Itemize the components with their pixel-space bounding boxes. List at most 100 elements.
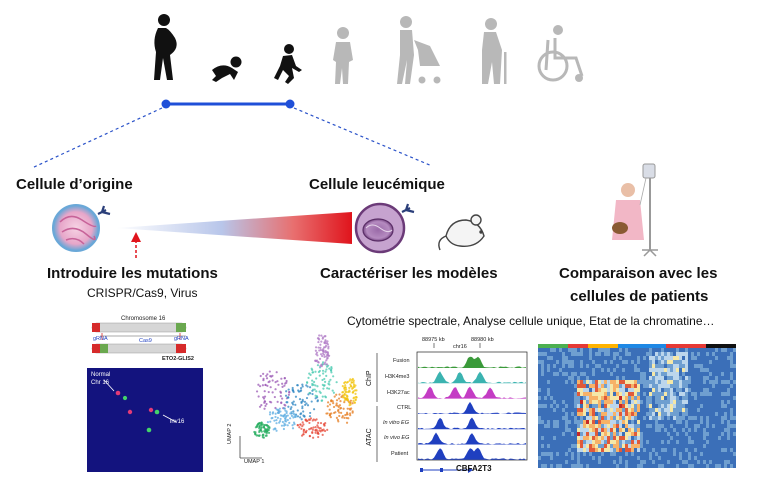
umap-point <box>344 381 347 384</box>
fish-image <box>87 368 203 472</box>
heatmap-cell <box>682 364 685 368</box>
umap-point <box>281 397 284 400</box>
umap-point <box>273 395 276 399</box>
heatmap-cell <box>646 400 649 404</box>
heatmap-cell <box>643 392 646 396</box>
heatmap-cell <box>580 436 583 440</box>
umap-point <box>301 421 304 424</box>
heatmap-cell <box>643 356 646 360</box>
heatmap-cell <box>658 412 661 416</box>
umap-point <box>340 411 343 414</box>
wheelchair-person-icon <box>537 25 584 82</box>
umap-point <box>318 429 321 432</box>
umap-point <box>279 414 282 417</box>
umap-point <box>315 359 319 362</box>
heatmap-cell <box>676 408 679 412</box>
umap-point <box>284 409 287 412</box>
heatmap-cell <box>703 392 706 396</box>
heatmap-cell <box>601 400 604 404</box>
umap-point <box>283 414 286 417</box>
heatmap-cell <box>631 396 634 400</box>
heatmap-cell <box>670 380 673 384</box>
heatmap-cell <box>553 372 556 376</box>
heatmap-cell <box>607 348 610 352</box>
heatmap-cell <box>538 420 541 424</box>
umap-point <box>314 349 317 352</box>
umap-point <box>312 380 316 384</box>
heatmap-cell <box>580 464 583 468</box>
heatmap-cell <box>676 368 679 372</box>
heatmap-cell <box>667 388 670 392</box>
umap-point <box>320 340 323 343</box>
heatmap-cell <box>547 388 550 392</box>
heatmap-cell <box>550 452 553 456</box>
heatmap-cell <box>580 432 583 436</box>
heatmap-group-bar <box>618 344 666 348</box>
heatmap-cell <box>571 452 574 456</box>
heatmap-cell <box>718 464 721 468</box>
heatmap-cell <box>565 452 568 456</box>
heatmap-cell <box>679 404 682 408</box>
heatmap-cell <box>598 448 601 452</box>
umap-point <box>310 400 313 403</box>
heatmap-cell <box>631 448 634 452</box>
heatmap-cell <box>598 364 601 368</box>
heatmap-cell <box>538 388 541 392</box>
heatmap-cell <box>634 440 637 444</box>
heatmap-cell <box>703 376 706 380</box>
heatmap-cell <box>580 412 583 416</box>
heatmap-cell <box>586 404 589 408</box>
heatmap-cell <box>658 404 661 408</box>
heatmap-cell <box>730 356 733 360</box>
heatmap-cell <box>577 428 580 432</box>
heatmap-cell <box>715 356 718 360</box>
heatmap-cell <box>703 388 706 392</box>
heatmap-cell <box>676 400 679 404</box>
heatmap-cell <box>658 384 661 388</box>
heatmap-cell <box>667 356 670 360</box>
heatmap-cell <box>616 384 619 388</box>
heatmap-cell <box>661 352 664 356</box>
heatmap-cell <box>679 392 682 396</box>
umap-point <box>294 414 297 418</box>
heatmap-cell <box>607 388 610 392</box>
heatmap-cell <box>676 384 679 388</box>
heatmap-cell <box>625 380 628 384</box>
heatmap-cell <box>637 360 640 364</box>
heatmap-cell <box>628 424 631 428</box>
heatmap-cell <box>631 428 634 432</box>
heatmap-cell <box>607 412 610 416</box>
umap-point <box>263 407 266 410</box>
zoom-dashed-lines <box>31 107 433 169</box>
umap-point <box>321 336 325 339</box>
heatmap-cell <box>637 408 640 412</box>
heatmap-cell <box>652 368 655 372</box>
umap-point <box>332 405 336 409</box>
heatmap-cell <box>613 384 616 388</box>
heatmap-cell <box>595 380 598 384</box>
heatmap-cell <box>589 444 592 448</box>
umap-point <box>328 403 332 406</box>
umap-point <box>353 396 356 399</box>
umap-point <box>294 395 298 398</box>
heatmap-cell <box>616 388 619 392</box>
track-signal <box>418 447 526 460</box>
heatmap-cell <box>595 436 598 440</box>
umap-point <box>261 436 264 439</box>
heatmap-cell <box>676 364 679 368</box>
heatmap-cell <box>622 412 625 416</box>
heatmap-cell <box>583 392 586 396</box>
heatmap-cell <box>595 400 598 404</box>
heatmap-cell <box>652 364 655 368</box>
atac-group-label: ATAC <box>366 428 373 446</box>
heatmap-cell <box>661 408 664 412</box>
heatmap-cell <box>676 396 679 400</box>
umap-point <box>349 399 353 402</box>
heatmap-cell <box>544 396 547 400</box>
umap-point <box>301 407 304 410</box>
heatmap-cell <box>637 436 640 440</box>
umap-point <box>259 428 262 432</box>
heatmap-cell <box>679 384 682 388</box>
heatmap-cell <box>610 404 613 408</box>
heatmap-cell <box>583 408 586 412</box>
